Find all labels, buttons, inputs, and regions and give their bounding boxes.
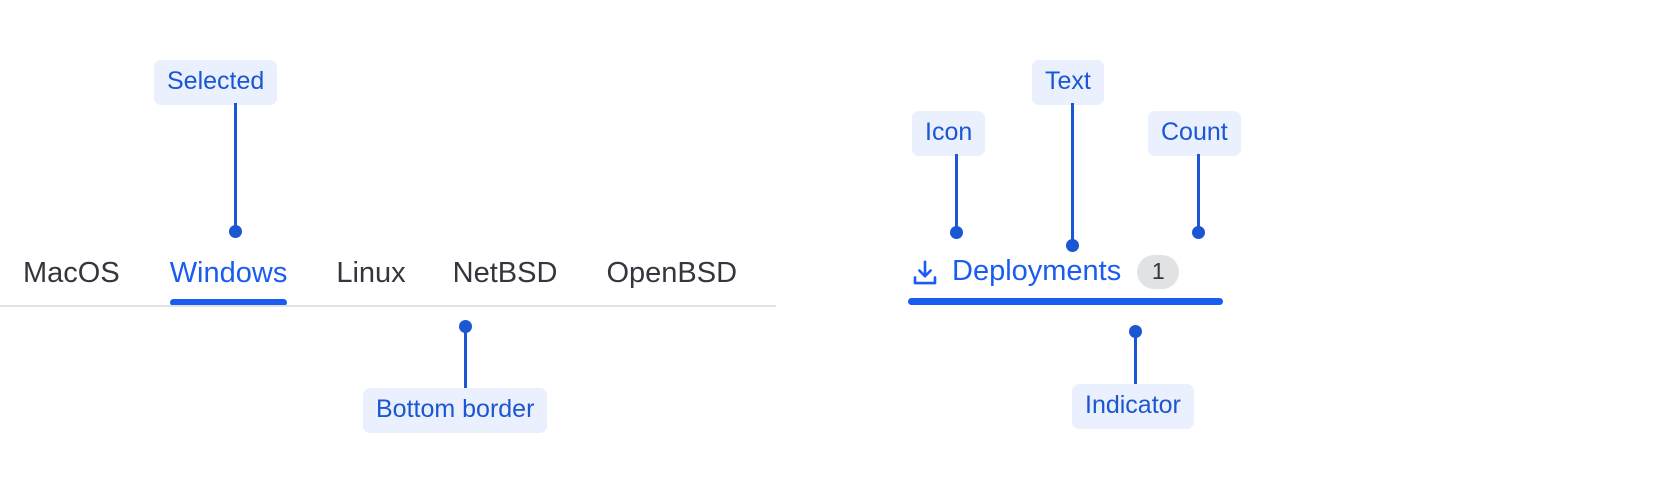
tabstrip-bottom-divider <box>0 305 776 307</box>
annotation-icon-leader <box>955 154 958 232</box>
annotation-bottom-border-label: Bottom border <box>363 388 548 433</box>
tab-openbsd[interactable]: OpenBSD <box>606 259 737 306</box>
tab-group-os: MacOS Windows Linux NetBSD OpenBSD <box>0 244 776 307</box>
tab-label: Linux <box>336 257 406 289</box>
annotation-count-dot <box>1192 226 1205 239</box>
annotation-indicator-label: Indicator <box>1072 384 1194 429</box>
download-icon <box>913 259 937 284</box>
tab-windows[interactable]: Windows <box>169 257 288 306</box>
annotation-icon-label: Icon <box>912 111 986 156</box>
tab-linux[interactable]: Linux <box>336 259 405 306</box>
tab-deployments-indicator <box>908 298 1223 305</box>
tab-selected-underline <box>169 299 288 306</box>
tab-deployments[interactable]: Deployments 1 <box>908 244 1238 299</box>
tab-macos[interactable]: MacOS <box>23 259 120 306</box>
annotation-selected-leader <box>234 103 237 231</box>
tab-netbsd[interactable]: NetBSD <box>453 259 558 306</box>
annotation-icon-dot <box>950 226 963 239</box>
annotation-text-leader <box>1071 103 1074 245</box>
annotation-count-label: Count <box>1148 111 1241 156</box>
annotation-selected-dot <box>229 225 242 238</box>
annotation-text-label: Text <box>1032 60 1104 105</box>
tab-label: MacOS <box>23 257 120 289</box>
tabstrip: MacOS Windows Linux NetBSD OpenBSD <box>0 244 776 306</box>
annotation-count-leader <box>1197 154 1200 232</box>
annotation-text-dot <box>1066 239 1079 252</box>
annotation-indicator-leader <box>1134 331 1137 384</box>
tab-label: Windows <box>169 257 288 289</box>
annotation-bottom-border-leader <box>464 326 467 388</box>
deployments-count-badge: 1 <box>1137 254 1180 289</box>
tab-deployments-label: Deployments <box>952 255 1122 287</box>
tab-label: NetBSD <box>452 257 558 289</box>
annotation-selected-label: Selected <box>154 60 278 105</box>
tab-group-deployments: Deployments 1 <box>908 244 1238 305</box>
tab-label: OpenBSD <box>606 257 738 289</box>
